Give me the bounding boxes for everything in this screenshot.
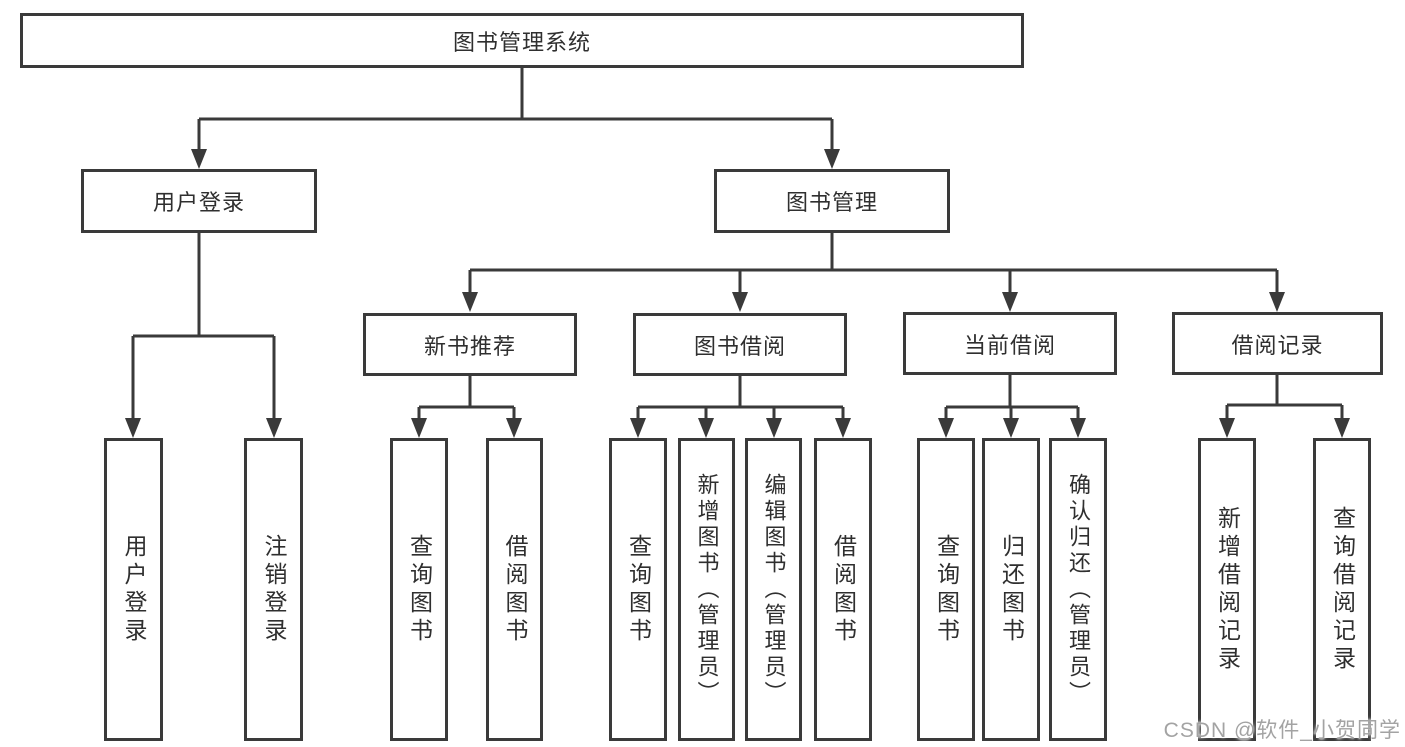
leaf-label: 用户登录 — [121, 533, 147, 646]
node-book-management: 图书管理 — [714, 169, 950, 233]
leaf-confirm-return-admin: 确认归还（管理员） — [1049, 438, 1107, 741]
leaf-label: 归还图书 — [998, 533, 1025, 646]
leaf-query-books: 查询图书 — [917, 438, 975, 741]
node-label: 图书借阅 — [693, 333, 786, 359]
leaf-label: 借阅图书 — [502, 533, 528, 646]
leaf-label: 编辑图书（管理员） — [761, 472, 787, 707]
node-label: 图书管理系统 — [452, 29, 591, 55]
node-new-book-recommend: 新书推荐 — [363, 313, 577, 376]
leaf-logout: 注销登录 — [244, 438, 303, 741]
node-current-borrow: 当前借阅 — [903, 312, 1117, 375]
node-label: 用户登录 — [152, 190, 245, 215]
leaf-borrow-books: 借阅图书 — [486, 438, 543, 741]
arrowheads — [125, 149, 1350, 438]
node-label: 图书管理 — [785, 190, 878, 215]
node-library-system: 图书管理系统 — [20, 13, 1024, 68]
leaf-edit-book-admin: 编辑图书（管理员） — [745, 438, 802, 741]
watermark: CSDN @软件_小贺同学 — [1163, 719, 1401, 742]
node-book-borrow: 图书借阅 — [633, 313, 847, 376]
leaf-borrow-books: 借阅图书 — [814, 438, 872, 741]
leaf-add-book-admin: 新增图书（管理员） — [678, 438, 735, 741]
node-user-login: 用户登录 — [81, 169, 317, 233]
leaf-query-books: 查询图书 — [390, 438, 448, 741]
leaf-user-login: 用户登录 — [104, 438, 163, 741]
leaf-label: 查询借阅记录 — [1329, 505, 1356, 674]
leaf-label: 新增借阅记录 — [1214, 505, 1241, 674]
leaf-label: 查询图书 — [406, 533, 433, 646]
leaf-add-borrow-record: 新增借阅记录 — [1198, 438, 1256, 741]
leaf-label: 借阅图书 — [830, 533, 857, 646]
leaf-query-borrow-record: 查询借阅记录 — [1313, 438, 1371, 741]
leaf-label: 查询图书 — [933, 533, 960, 646]
leaf-return-book: 归还图书 — [982, 438, 1040, 741]
node-borrow-records: 借阅记录 — [1172, 312, 1383, 375]
node-label: 借阅记录 — [1231, 332, 1324, 358]
leaf-label: 查询图书 — [625, 533, 652, 646]
node-label: 当前借阅 — [963, 332, 1056, 358]
leaf-query-books: 查询图书 — [609, 438, 667, 741]
leaf-label: 新增图书（管理员） — [694, 472, 720, 707]
leaf-label: 注销登录 — [261, 533, 287, 646]
leaf-label: 确认归还（管理员） — [1066, 472, 1091, 707]
node-label: 新书推荐 — [423, 333, 516, 359]
